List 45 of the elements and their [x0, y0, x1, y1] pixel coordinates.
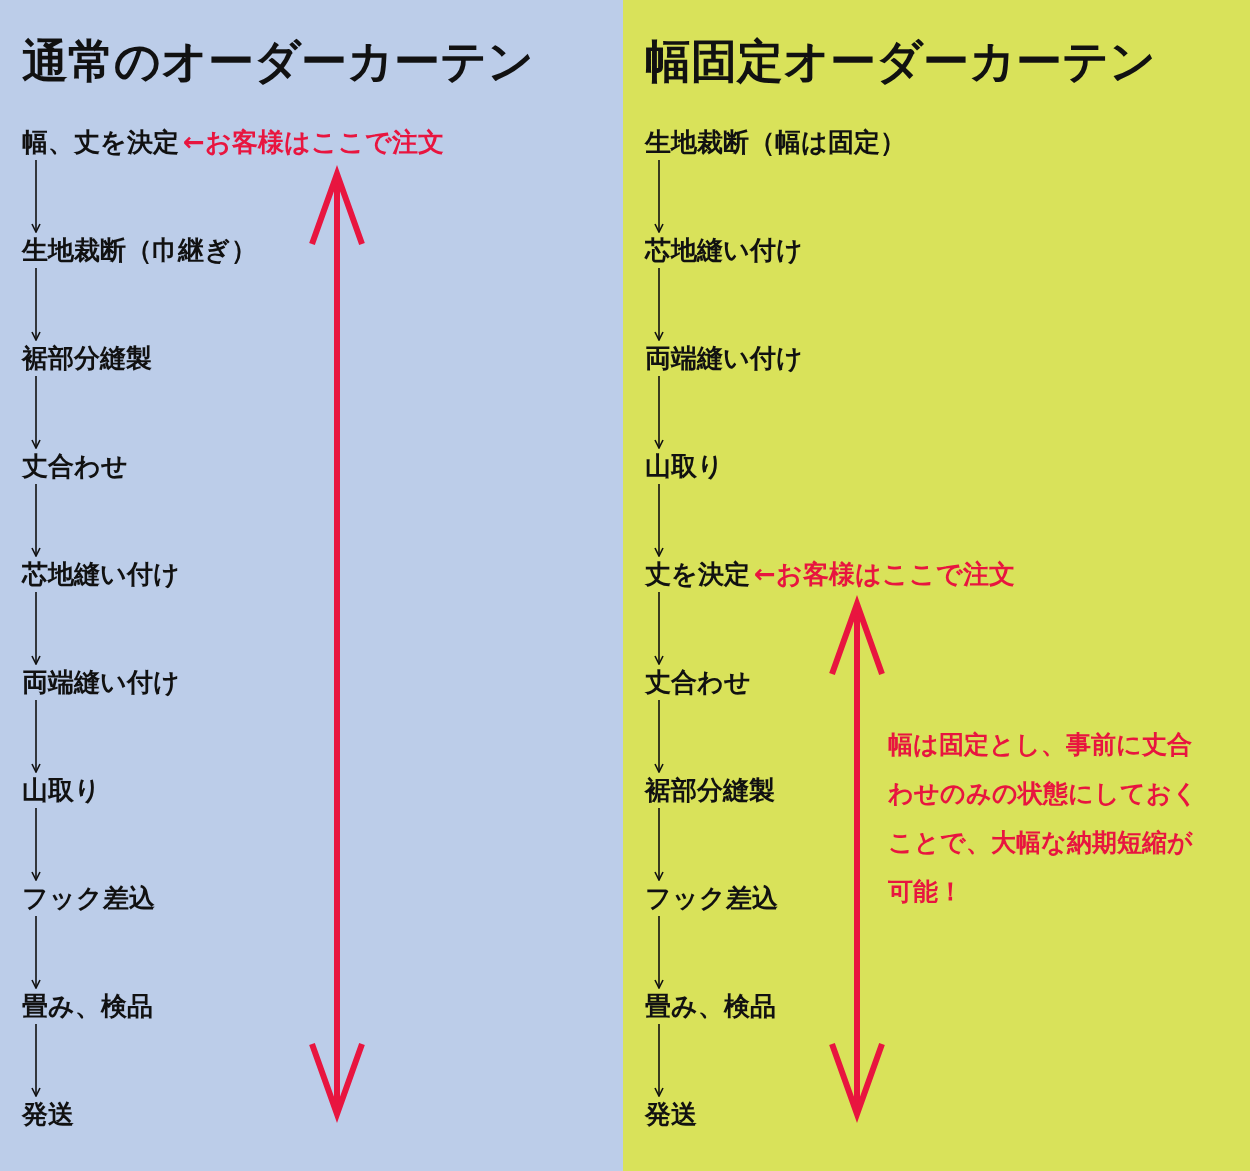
panel-background [623, 0, 1250, 1171]
step-text: 畳み、検品 [645, 988, 776, 1024]
arrow [654, 375, 664, 449]
step-text: 幅、丈を決定 [22, 124, 179, 160]
step-text: 生地裁断（巾継ぎ） [22, 232, 257, 268]
panel-title: 幅固定オーダーカーテン [645, 33, 1156, 90]
step-text: 畳み、検品 [22, 988, 153, 1024]
arrow [654, 483, 664, 557]
step-text: 丈合わせ [22, 448, 128, 484]
order-note: ←お客様はここで注文 [754, 558, 1015, 591]
panel-background [0, 0, 623, 1171]
arrow [31, 159, 41, 233]
arrow [654, 699, 664, 773]
arrow [654, 1023, 664, 1097]
step-text: 芯地縫い付け [22, 556, 180, 592]
step-text: 発送 [22, 1096, 74, 1132]
arrow [31, 915, 41, 989]
step-text: 生地裁断（幅は固定） [645, 124, 906, 160]
arrow [31, 699, 41, 773]
arrow [31, 267, 41, 341]
arrow [654, 591, 664, 665]
arrow [31, 483, 41, 557]
step-text: 山取り [22, 772, 101, 808]
step-text: 裾部分縫製 [22, 340, 152, 376]
step-text: 丈を決定 [645, 556, 750, 592]
step-text: 両端縫い付け [22, 664, 180, 700]
step-text: 芯地縫い付け [645, 232, 803, 268]
arrow [654, 159, 664, 233]
step-text: 裾部分縫製 [645, 772, 775, 808]
note-text: 幅は固定とし、事前に丈合わせのみの状態にしておくことで、大幅な納期短縮が可能！ [888, 729, 1199, 908]
arrow [31, 807, 41, 881]
step-text: フック差込 [645, 880, 778, 916]
step-text: 発送 [645, 1096, 697, 1132]
arrow [31, 1023, 41, 1097]
step-text: 丈合わせ [645, 664, 751, 700]
step-text: フック差込 [22, 880, 155, 916]
order-note: ←お客様はここで注文 [183, 126, 444, 159]
arrow [654, 807, 664, 881]
arrow [31, 591, 41, 665]
arrow [654, 915, 664, 989]
arrow [654, 267, 664, 341]
step-text: 両端縫い付け [645, 340, 803, 376]
step-text: 山取り [645, 448, 724, 484]
arrow [31, 375, 41, 449]
panel-title: 通常のオーダーカーテン [22, 33, 534, 90]
